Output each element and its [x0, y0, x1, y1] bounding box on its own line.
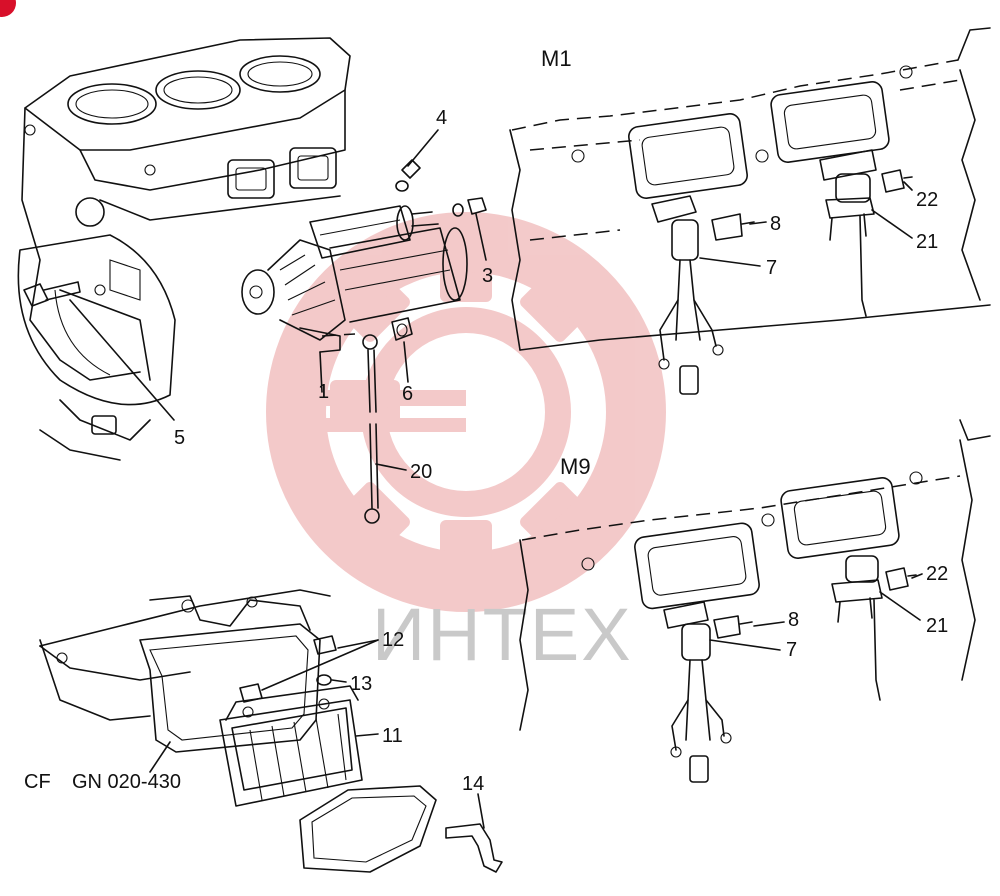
callout-m1-22: 22	[916, 189, 938, 211]
callout-14: 14	[462, 773, 484, 795]
callout-5: 5	[174, 427, 185, 449]
section-title-m1: M1	[541, 46, 572, 71]
callout-m9-22: 22	[926, 563, 948, 585]
reference-prefix: CF	[24, 771, 51, 793]
callout-12: 12	[382, 629, 404, 651]
callout-m9-7: 7	[786, 639, 797, 661]
m9-block-illustration	[519, 419, 991, 783]
callout-3: 3	[482, 265, 493, 287]
callout-m1-21: 21	[916, 231, 938, 253]
callout-4: 4	[436, 107, 447, 129]
cover-assembly-illustration	[39, 589, 503, 873]
starter-motor-illustration	[241, 159, 487, 524]
callout-13: 13	[350, 673, 372, 695]
callout-m9-21: 21	[926, 615, 948, 637]
engine-block-illustration	[17, 37, 351, 461]
callout-11: 11	[382, 725, 403, 747]
section-title-m9: M9	[560, 454, 591, 479]
callout-6: 6	[402, 383, 413, 405]
callout-m9-8: 8	[788, 609, 799, 631]
callout-m1-8: 8	[770, 213, 781, 235]
m1-block-illustration	[509, 27, 991, 395]
leader-lines	[69, 129, 923, 829]
watermark-text: ИНТЕХ	[372, 593, 633, 676]
callout-20: 20	[410, 461, 432, 483]
watermark-logo	[266, 212, 666, 612]
reference-code: GN 020-430	[72, 771, 181, 793]
corner-marker	[0, 0, 16, 17]
callout-m1-7: 7	[766, 257, 777, 279]
callout-1: 1	[318, 381, 329, 403]
